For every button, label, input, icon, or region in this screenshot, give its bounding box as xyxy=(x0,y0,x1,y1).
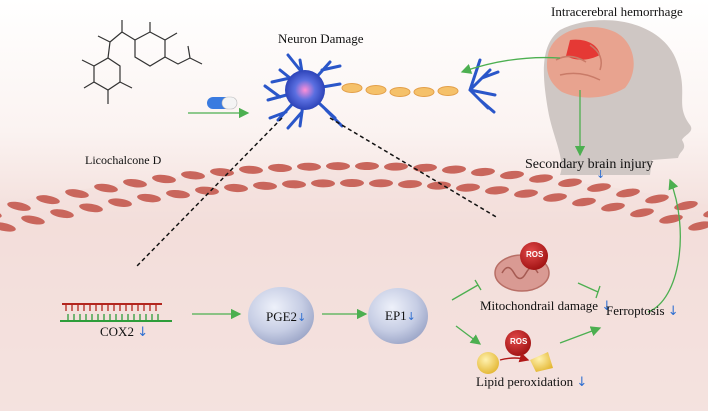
red-blood-cell xyxy=(210,168,234,177)
red-blood-cell xyxy=(500,170,524,180)
red-blood-cell xyxy=(181,171,205,180)
red-blood-cell xyxy=(543,193,567,202)
ferroptosis-label: Ferroptosis ↓ xyxy=(606,303,679,319)
head-silhouette xyxy=(543,20,692,175)
brain xyxy=(546,26,634,98)
red-blood-cell xyxy=(427,181,451,190)
ros-mito xyxy=(520,242,548,270)
red-blood-cell xyxy=(514,189,538,198)
drug-capsule xyxy=(207,96,238,110)
lipid-molecule xyxy=(477,352,499,374)
pge2-decrease-arrow: ↓ xyxy=(297,311,307,324)
red-blood-cell xyxy=(79,203,103,213)
red-blood-cell xyxy=(558,178,582,188)
red-blood-cell xyxy=(21,215,45,225)
zoom-line-right xyxy=(329,117,499,219)
red-blood-cell xyxy=(355,162,379,171)
red-blood-cell xyxy=(601,202,625,212)
red-blood-cell xyxy=(384,162,408,171)
red-blood-cell xyxy=(50,209,74,219)
ferroptosis-decrease-arrow: ↓ xyxy=(667,304,679,319)
red-blood-cell xyxy=(224,183,248,193)
inhibition-lines xyxy=(451,279,601,301)
cox2-gene xyxy=(60,303,172,322)
mito-damage-label: Mitochondrail damage ↓ xyxy=(480,298,613,314)
red-blood-cell xyxy=(0,222,16,232)
licochalcone-d-structure xyxy=(81,20,203,104)
ich-label: Intracerebral hemorrhage xyxy=(551,4,683,19)
red-blood-cell xyxy=(253,181,277,190)
ros-lipid xyxy=(505,330,531,356)
secondary-injury-label: Secondary brain injury xyxy=(525,157,654,172)
red-blood-cell xyxy=(108,198,132,207)
red-blood-cell xyxy=(282,180,306,189)
red-blood-cell xyxy=(239,165,263,174)
red-blood-cell xyxy=(369,179,393,188)
lipid-decrease-arrow: ↓ xyxy=(576,375,588,390)
mito-decrease-arrow: ↓ xyxy=(601,299,613,314)
red-blood-cell xyxy=(152,174,176,184)
cox2-label: COX2 ↓ xyxy=(100,324,149,340)
red-blood-cell xyxy=(630,208,654,218)
red-blood-cell xyxy=(572,197,596,207)
neuron-damage-label: Neuron Damage xyxy=(278,31,364,46)
drug-label: Licochalcone D xyxy=(85,153,162,167)
ep1-label: EP1↓ xyxy=(385,308,416,323)
ep1-decrease-arrow: ↓ xyxy=(406,310,416,323)
tissue-background xyxy=(0,167,708,411)
red-blood-cell xyxy=(688,221,708,231)
red-blood-cell xyxy=(442,165,466,174)
red-blood-cell xyxy=(137,193,161,203)
red-blood-cell xyxy=(471,167,495,177)
red-blood-cell xyxy=(674,201,698,211)
ros-lipid-label: ROS xyxy=(510,337,528,346)
cox2-decrease-arrow: ↓ xyxy=(137,325,149,340)
red-blood-cell xyxy=(7,201,31,211)
pge2-node xyxy=(248,287,314,345)
red-blood-cell xyxy=(529,174,553,183)
zoom-line-left xyxy=(134,117,283,269)
red-blood-cell xyxy=(485,186,509,195)
red-blood-cell xyxy=(616,188,640,198)
red-blood-cell xyxy=(166,189,190,199)
red-blood-cell xyxy=(123,178,147,188)
red-blood-cell xyxy=(456,183,480,192)
red-blood-cell xyxy=(326,162,350,171)
blood-cell-layer xyxy=(0,162,708,232)
oxidized-lipid xyxy=(530,352,553,372)
red-blood-cell xyxy=(413,163,437,172)
pge2-label: PGE2↓ xyxy=(266,309,307,324)
red-blood-cell xyxy=(340,179,364,188)
red-blood-cell xyxy=(398,180,422,189)
neuron xyxy=(263,53,500,130)
ep1-node xyxy=(368,288,428,344)
red-blood-cell xyxy=(645,194,669,204)
secondary-injury-decrease-arrow: ↓ xyxy=(596,168,606,181)
lipid-perox-label: Lipid peroxidation ↓ xyxy=(476,374,588,390)
ros-mito-label: ROS xyxy=(526,250,544,259)
red-blood-cell xyxy=(659,214,683,224)
red-blood-cell xyxy=(268,163,292,172)
red-blood-cell xyxy=(65,189,89,198)
red-blood-cell xyxy=(36,195,60,205)
red-blood-cell xyxy=(587,183,611,192)
red-blood-cell xyxy=(94,183,118,193)
pathway-arrows xyxy=(188,56,681,345)
red-blood-cell xyxy=(311,179,335,188)
red-blood-cell xyxy=(297,162,321,171)
hemorrhage-region xyxy=(566,39,600,60)
